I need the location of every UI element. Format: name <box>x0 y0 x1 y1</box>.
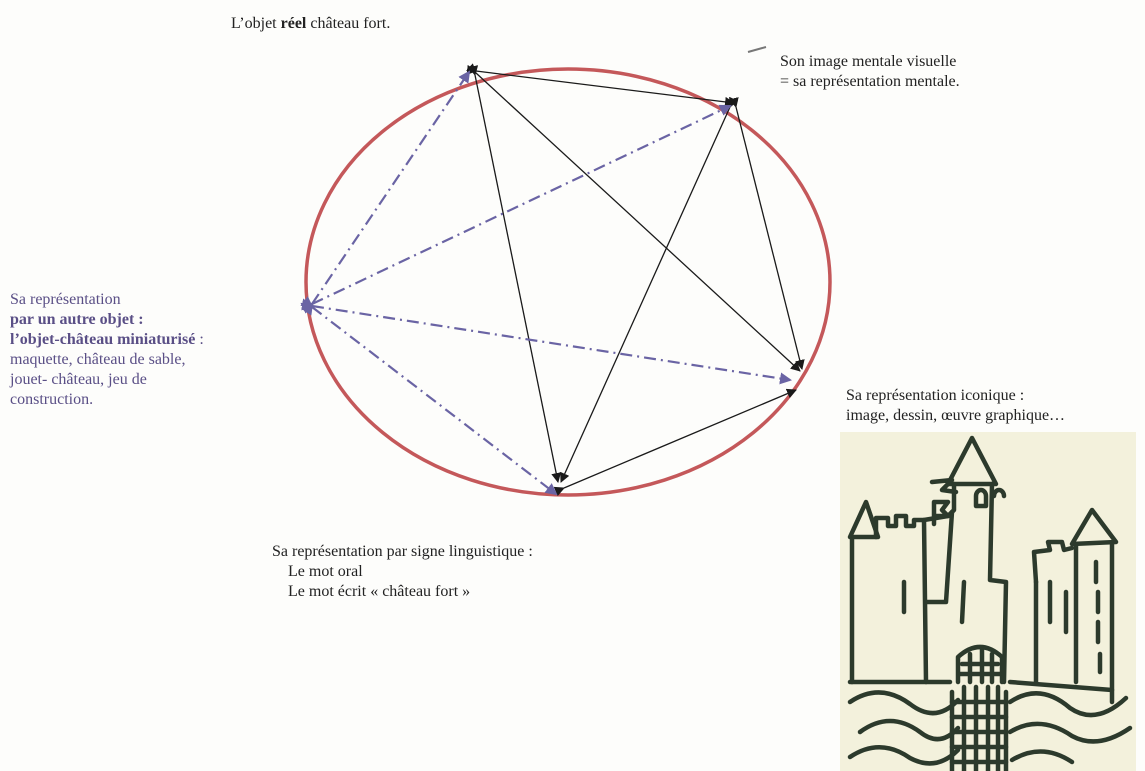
object-line-1: Sa représentation <box>10 290 204 310</box>
object-line-2: par un autre objet : <box>10 311 144 328</box>
representation-ellipse <box>306 69 830 495</box>
real-object-label: L’objet réel château fort. <box>231 14 390 34</box>
real-object-suffix: château fort. <box>306 15 390 32</box>
object-line-6: construction. <box>10 390 204 410</box>
linguistic-representation-label: Sa représentation par signe linguistique… <box>272 542 533 602</box>
object-line-3: l’objet-château miniaturisé <box>10 331 195 348</box>
object-line-4: maquette, château de sable, <box>10 350 204 370</box>
iconic-line-2: image, dessin, œuvre graphique… <box>846 406 1065 426</box>
mental-representation-label: Son image mentale visuelle = sa représen… <box>780 52 960 92</box>
object-line-5: jouet- château, jeu de <box>10 370 204 390</box>
linguistic-line-3: Le mot écrit « château fort » <box>272 582 533 602</box>
arrow-mental-linguistic <box>561 107 730 482</box>
linguistic-line-2: Le mot oral <box>272 562 533 582</box>
object-line-3-suffix: : <box>195 331 203 348</box>
linguistic-line-1: Sa représentation par signe linguistique… <box>272 542 533 562</box>
arrow-object-real <box>312 72 469 304</box>
mental-line-1: Son image mentale visuelle <box>780 52 960 72</box>
real-object-bold: réel <box>281 15 307 32</box>
arrow-object-iconic <box>312 306 790 380</box>
arrow-real-mental <box>476 71 734 103</box>
arrow-real-iconic <box>476 73 800 371</box>
mental-line-2: = sa représentation mentale. <box>780 72 960 92</box>
iconic-representation-label: Sa représentation iconique : image, dess… <box>846 386 1065 426</box>
arrow-real-linguistic <box>475 75 558 482</box>
castle-drawing <box>840 432 1136 771</box>
real-object-prefix: L’objet <box>231 15 281 32</box>
castle-drawing-icon <box>840 432 1136 771</box>
iconic-line-1: Sa représentation iconique : <box>846 386 1065 406</box>
object-representation-label: Sa représentation par un autre objet : l… <box>10 290 204 410</box>
pen-mark-icon <box>748 47 766 52</box>
arrow-object-mental <box>312 106 730 304</box>
